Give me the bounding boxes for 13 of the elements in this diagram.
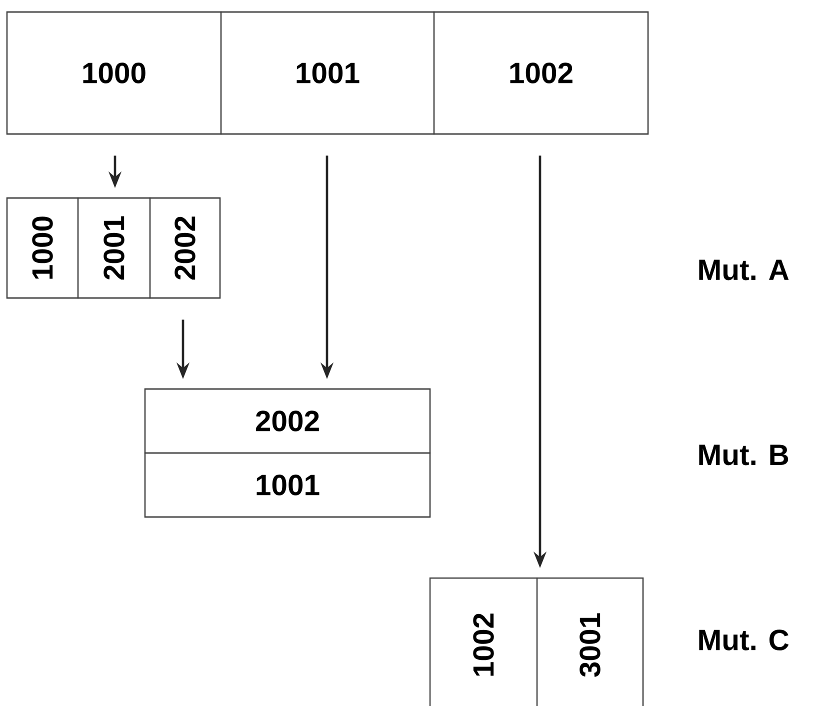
row-label: Mut. C [699,630,789,650]
cell: 3001 [536,577,644,706]
row-label: Mut. A [699,260,789,280]
cell: 2002 [149,197,221,299]
cell: 2001 [77,197,151,299]
row-label: Mut. B [699,444,788,466]
cell: 1000 [6,11,222,135]
cell: 1001 [144,452,431,518]
cell: 1002 [429,577,538,706]
cell: 1000 [6,197,79,299]
cell: 1002 [433,11,649,135]
cell: 2002 [144,388,431,454]
cell: 1001 [220,11,435,135]
